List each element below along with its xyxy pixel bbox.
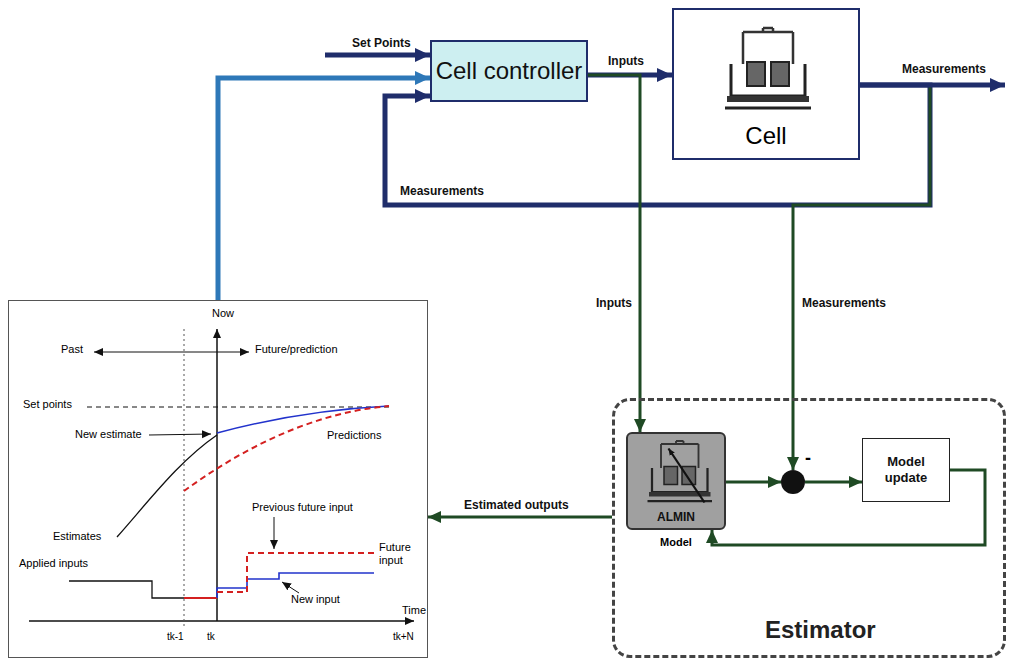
estimator-region: EstimatorALMINModel-Model update	[612, 398, 1006, 658]
node-text: Future input	[379, 541, 425, 567]
drawing-stroke	[731, 64, 805, 96]
output-arrow	[860, 83, 1005, 88]
drawing-stroke	[652, 468, 708, 492]
node-text: Model update	[863, 454, 949, 485]
drawing-stroke	[94, 352, 169, 353]
drawing-stroke	[216, 329, 218, 621]
drawing-stroke	[727, 96, 809, 102]
drawing-stroke	[29, 620, 414, 622]
node-text: tk-1	[167, 631, 184, 642]
process-box: Model update	[862, 438, 950, 502]
process-box: Cell	[672, 8, 860, 160]
node-text: Predictions	[327, 429, 381, 441]
model-cell-illustration	[646, 438, 714, 506]
node-text: Now	[212, 307, 234, 319]
node-text: -	[805, 448, 811, 469]
drawing-stroke	[184, 597, 217, 599]
node-text: Set points	[23, 398, 72, 410]
node-text: Model	[628, 536, 724, 548]
node-text: ALMIN	[628, 510, 724, 524]
edge-label: Measurements	[800, 296, 888, 310]
node-text: tk+N	[393, 631, 414, 642]
edge-label: Measurements	[398, 184, 486, 198]
connector	[588, 75, 640, 432]
drawing-stroke	[771, 62, 789, 86]
drawing-stroke	[184, 406, 389, 491]
model-box: ALMINModel	[626, 432, 726, 530]
node-text: Cell	[674, 122, 858, 150]
node-text: Future/prediction	[255, 343, 338, 355]
drawing-stroke	[274, 517, 275, 549]
drawing-stroke	[184, 329, 185, 626]
controller-box: Cell controller	[430, 40, 588, 102]
node-text: Previous future input	[252, 501, 353, 513]
setpoint-arrow	[325, 53, 430, 58]
node-text: Past	[61, 343, 83, 355]
drawing-stroke	[217, 553, 374, 592]
signal-label: Set Points	[350, 36, 413, 50]
cell-illustration	[723, 24, 813, 114]
node-text: Cell controller	[436, 57, 583, 85]
connector	[805, 481, 862, 484]
drawing-stroke	[725, 107, 811, 110]
node-text: New input	[291, 593, 340, 605]
drawing-stroke	[682, 467, 696, 485]
drawing-stroke	[169, 352, 249, 353]
drawing-stroke	[664, 467, 678, 485]
node-text: Estimates	[53, 530, 101, 542]
drawing-stroke	[217, 406, 389, 433]
drawing-stroke	[747, 62, 765, 86]
node-text: Time	[402, 604, 426, 616]
edge-label: Inputs	[594, 296, 634, 310]
connector	[726, 481, 781, 484]
node-text: Applied inputs	[19, 557, 88, 569]
drawing-stroke	[149, 434, 211, 435]
signal-label: Measurements	[900, 62, 988, 76]
drawing-stroke	[282, 582, 299, 593]
node-text: Estimator	[765, 616, 876, 644]
node-text: New estimate	[75, 428, 142, 440]
drawing-stroke	[743, 28, 793, 64]
node-text: tk	[207, 631, 215, 642]
edge-label: Estimated outputs	[462, 498, 571, 512]
drawing-stroke	[117, 435, 217, 537]
drawing-stroke	[87, 407, 389, 408]
edge-label: Inputs	[606, 54, 646, 68]
tuning-arrow	[669, 449, 705, 503]
chart-panel: NowPast Future/predictionSet pointsNew es…	[8, 300, 428, 658]
summing-junction: -	[781, 470, 805, 494]
drawing-stroke	[69, 581, 184, 598]
connector	[428, 516, 612, 519]
